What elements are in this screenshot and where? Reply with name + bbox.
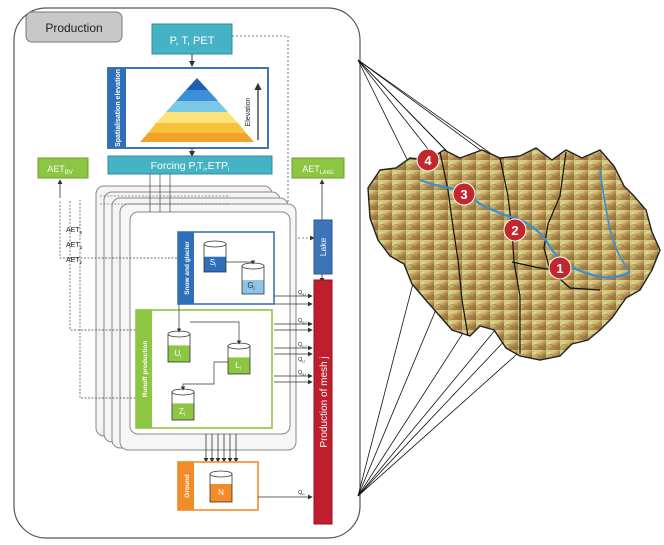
production-tab bbox=[25, 11, 123, 43]
tank-n: N bbox=[209, 470, 233, 503]
flow-label-q-l: Ql,i bbox=[298, 357, 305, 364]
elevation-label: Elevation bbox=[245, 97, 252, 126]
spatialisation-box: Spatialisation elevation Elevation bbox=[107, 67, 269, 149]
production-mesh-label: Production of mesh j bbox=[319, 356, 330, 447]
svg-text:2: 2 bbox=[511, 223, 518, 238]
svg-text:1: 1 bbox=[556, 261, 563, 276]
runoff-title: Runoff production bbox=[142, 341, 149, 398]
svg-text:4: 4 bbox=[424, 153, 432, 168]
aet-z-label: AETz bbox=[66, 257, 83, 266]
svg-text:Li: Li bbox=[235, 361, 241, 372]
svg-text:AETBV: AETBV bbox=[47, 164, 73, 176]
snow-glacier-title: Snow and glacier bbox=[184, 241, 191, 295]
marker-4: 4 bbox=[416, 148, 440, 172]
elevation-pyramid bbox=[140, 78, 254, 142]
svg-text:AETLAKE: AETLAKE bbox=[302, 164, 334, 176]
tank-g: Gi bbox=[241, 262, 265, 295]
aet-u-label: AETu bbox=[66, 242, 83, 251]
svg-text:Si: Si bbox=[210, 258, 216, 269]
svg-text:Gi: Gi bbox=[247, 281, 254, 292]
production-title: Production bbox=[45, 21, 102, 35]
ground-box: Ground N bbox=[177, 461, 259, 511]
svg-text:3: 3 bbox=[460, 187, 467, 202]
runoff-production-box: Runoff production Ui Li Zi bbox=[135, 304, 273, 429]
forcing-bar: Forcing PiTi,ETPi bbox=[107, 155, 273, 175]
svg-text:N: N bbox=[218, 488, 224, 497]
flow-arrows: Qs,i Qg,i Qu,i Ql,i Qz,i Qn bbox=[258, 290, 313, 500]
aet-flux-lines: AETs AETu AETz bbox=[59, 174, 230, 399]
lake-label: Lake bbox=[318, 238, 328, 257]
input-label: P, T, PET bbox=[170, 35, 215, 47]
flow-label-q-z: Qz,i bbox=[298, 370, 306, 377]
aet-bv-box: AETBV bbox=[37, 157, 89, 179]
marker-3: 3 bbox=[452, 182, 476, 206]
spatialisation-label: Spatialisation elevation bbox=[115, 69, 122, 147]
input-box: P, T, PET bbox=[151, 23, 233, 55]
forcing-label: Forcing PiTi,ETPi bbox=[151, 160, 230, 173]
production-of-mesh-bar: Production of mesh j bbox=[313, 279, 333, 525]
tank-s: Si bbox=[203, 240, 227, 273]
flow-label-q-u: Qu,i bbox=[298, 342, 307, 349]
tank-l: Li bbox=[227, 342, 251, 375]
flow-label-q-n: Qn bbox=[298, 490, 305, 497]
flow-label-q-s: Qs,i bbox=[298, 290, 306, 297]
aet-lake-box: AETLAKE bbox=[291, 157, 345, 179]
marker-2: 2 bbox=[503, 218, 527, 242]
tank-u: Ui bbox=[167, 330, 191, 363]
lake-box: Lake bbox=[313, 219, 333, 275]
svg-text:Ui: Ui bbox=[175, 349, 182, 360]
tank-z: Zi bbox=[171, 388, 195, 421]
aet-s-label: AETs bbox=[66, 227, 83, 236]
ground-title: Ground bbox=[184, 474, 191, 497]
flow-label-q-g: Qg,i bbox=[298, 318, 307, 325]
catchment-map: 4 3 2 1 bbox=[367, 147, 661, 361]
marker-1: 1 bbox=[548, 256, 572, 280]
snow-glacier-box: Snow and glacier Si Gi bbox=[177, 231, 275, 305]
percolation-arrows bbox=[203, 434, 239, 463]
svg-text:Zi: Zi bbox=[179, 407, 185, 418]
